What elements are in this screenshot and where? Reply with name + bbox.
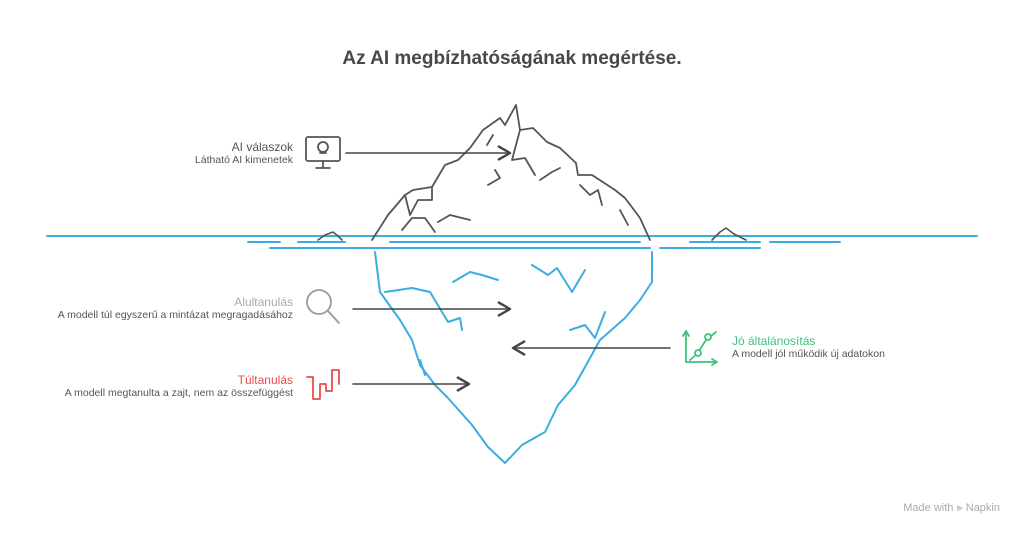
description: A modell megtanulta a zajt, nem az össze… (64, 387, 293, 399)
label-ai-responses: AI válaszok Látható AI kimenetek (195, 141, 293, 167)
heading: Túltanulás (237, 373, 293, 387)
iceberg-tip (371, 104, 651, 241)
trend-chart-icon (682, 330, 718, 366)
heading: Alultanulás (234, 295, 293, 309)
magnifier-icon (306, 289, 340, 324)
small-ice-chunks (317, 227, 747, 241)
water-line (46, 235, 978, 249)
label-underfitting: Alultanulás A modell túl egyszerű a mint… (58, 296, 293, 322)
heading: AI válaszok (231, 140, 293, 154)
label-generalization: Jó általánosítás A modell jól működik új… (732, 335, 885, 361)
description: Látható AI kimenetek (194, 154, 293, 166)
connector-arrows (345, 145, 671, 392)
description: A modell jól működik új adatokon (732, 348, 885, 360)
heading: Jó általánosítás (732, 334, 816, 348)
iceberg-underwater (374, 251, 653, 464)
napkin-logo-icon: ⪢ (956, 502, 963, 514)
made-with-text: Made with (903, 502, 954, 514)
description: A modell túl egyszerű a mintázat megraga… (57, 309, 293, 321)
square-wave-icon (306, 369, 340, 400)
label-overfitting: Túltanulás A modell megtanulta a zajt, n… (65, 374, 293, 400)
diagram-title: Az AI megbízhatóságának megértése. (342, 48, 682, 69)
brand-text: Napkin (965, 502, 1000, 514)
monitor-skull-icon (305, 136, 341, 169)
made-with-napkin: Made with ⪢ Napkin (903, 502, 1000, 515)
